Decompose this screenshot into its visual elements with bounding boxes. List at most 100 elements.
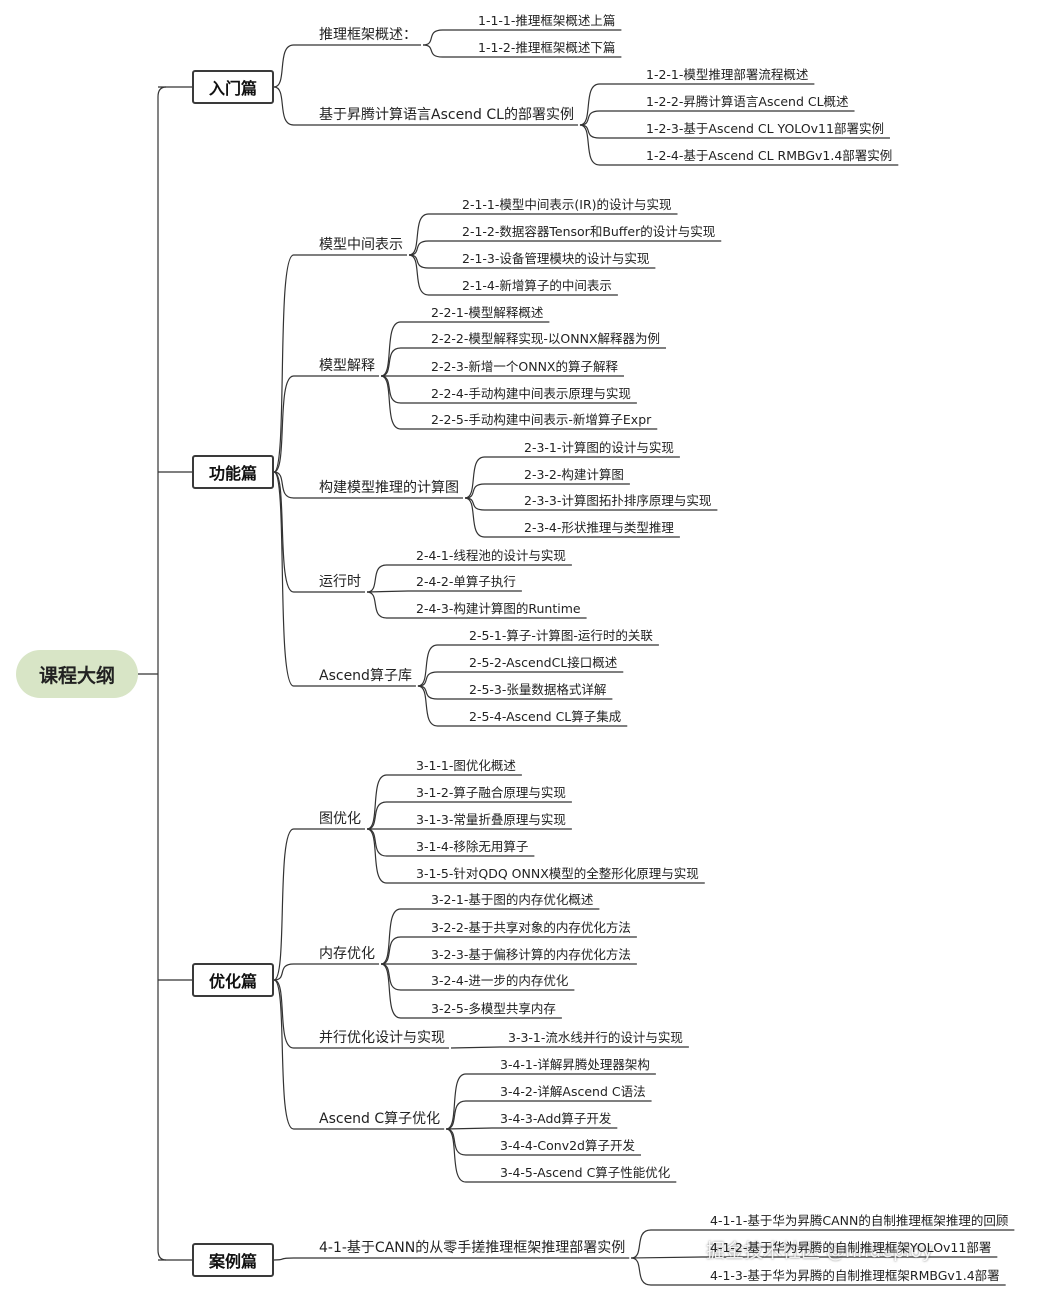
leaf-link xyxy=(464,497,680,538)
leaf-node[interactable]: 1-2-1-模型推理部署流程概述 xyxy=(646,67,809,82)
part-node[interactable]: 功能篇 xyxy=(192,455,274,489)
leaf-node[interactable]: 3-1-4-移除无用算子 xyxy=(416,839,529,854)
part-node[interactable]: 优化篇 xyxy=(192,963,274,997)
leaf-link xyxy=(631,1256,998,1259)
leaf-node[interactable]: 2-1-3-设备管理模块的设计与实现 xyxy=(462,251,650,266)
section-node[interactable]: 基于昇腾计算语言Ascend CL的部署实例 xyxy=(319,107,574,123)
leaf-link xyxy=(380,375,637,404)
leaf-link xyxy=(631,1229,1015,1259)
leaf-node[interactable]: 3-2-1-基于图的内存优化概述 xyxy=(431,892,594,907)
section-link xyxy=(273,471,365,593)
leaf-node[interactable]: 1-2-2-昇腾计算语言Ascend CL概述 xyxy=(646,94,849,109)
section-node[interactable]: 推理框架概述： xyxy=(319,27,417,43)
leaf-node[interactable]: 1-2-3-基于Ascend CL YOLOv11部署实例 xyxy=(646,121,884,136)
leaf-link xyxy=(366,774,522,830)
section-node[interactable]: Ascend C算子优化 xyxy=(319,1111,441,1127)
leaf-node[interactable]: 2-4-3-构建计算图的Runtime xyxy=(416,601,581,616)
leaf-node[interactable]: 2-1-1-模型中间表示(IR)的设计与实现 xyxy=(462,197,672,212)
leaf-node[interactable]: 2-2-2-模型解释实现-以ONNX解释器为例 xyxy=(431,331,661,346)
leaf-link xyxy=(366,590,522,593)
leaf-link xyxy=(445,1128,677,1183)
section-node[interactable]: 模型解释 xyxy=(319,358,375,374)
section-link xyxy=(273,44,421,88)
leaf-link xyxy=(446,1100,652,1130)
leaf-node[interactable]: 3-4-4-Conv2d算子开发 xyxy=(500,1138,635,1153)
section-node[interactable]: 并行优化设计与实现 xyxy=(319,1030,445,1046)
root-node[interactable]: 课程大纲 xyxy=(16,650,138,698)
leaf-node[interactable]: 3-2-4-进一步的内存优化 xyxy=(431,973,569,988)
section-link xyxy=(273,828,365,981)
leaf-node[interactable]: 3-1-5-针对QDQ ONNX模型的全整形化原理与实现 xyxy=(416,866,699,881)
leaf-node[interactable]: 3-4-5-Ascend C算子性能优化 xyxy=(500,1165,671,1180)
leaf-node[interactable]: 1-2-4-基于Ascend CL RMBGv1.4部署实例 xyxy=(646,148,893,163)
leaf-link xyxy=(631,1257,1006,1286)
part-node[interactable]: 入门篇 xyxy=(192,70,274,104)
leaf-node[interactable]: 2-1-4-新增算子的中间表示 xyxy=(462,278,612,293)
leaf-node[interactable]: 2-2-1-模型解释概述 xyxy=(431,305,544,320)
leaf-node[interactable]: 1-1-2-推理框架概述下篇 xyxy=(478,40,616,55)
leaf-link xyxy=(422,29,622,46)
leaf-link xyxy=(380,963,575,991)
leaf-node[interactable]: 3-2-5-多模型共享内存 xyxy=(431,1001,556,1016)
leaf-node[interactable]: 4-1-1-基于华为昇腾CANN的自制推理框架推理的回顾 xyxy=(710,1213,1009,1228)
section-node[interactable]: 构建模型推理的计算图 xyxy=(319,480,459,496)
leaf-link xyxy=(579,83,815,126)
leaf-link xyxy=(417,685,628,727)
section-link xyxy=(273,471,416,687)
leaf-link xyxy=(380,936,637,965)
section-node[interactable]: 运行时 xyxy=(319,574,361,590)
leaf-node[interactable]: 2-3-2-构建计算图 xyxy=(524,467,624,482)
leaf-link xyxy=(366,591,587,619)
leaf-link xyxy=(366,828,535,857)
section-link xyxy=(273,86,578,126)
section-link xyxy=(273,471,463,499)
leaf-link xyxy=(366,564,572,593)
leaf-node[interactable]: 2-2-3-新增一个ONNX的算子解释 xyxy=(431,359,618,374)
leaf-node[interactable]: 2-1-2-数据容器Tensor和Buffer的设计与实现 xyxy=(462,224,716,239)
leaf-node[interactable]: 2-5-1-算子-计算图-运行时的关联 xyxy=(469,628,653,643)
leaf-link xyxy=(464,497,718,511)
leaf-node[interactable]: 3-4-1-详解昇腾处理器架构 xyxy=(500,1057,650,1072)
leaf-link xyxy=(464,456,680,499)
section-node[interactable]: 4-1-基于CANN的从零手搓推理框架推理部署实例 xyxy=(319,1240,626,1256)
section-node[interactable]: Ascend算子库 xyxy=(319,668,412,684)
leaf-node[interactable]: 2-5-2-AscendCL接口概述 xyxy=(469,655,618,670)
leaf-node[interactable]: 2-4-2-单算子执行 xyxy=(416,574,516,589)
leaf-node[interactable]: 2-2-4-手动构建中间表示原理与实现 xyxy=(431,386,631,401)
leaf-node[interactable]: 3-2-2-基于共享对象的内存优化方法 xyxy=(431,920,631,935)
section-node[interactable]: 图优化 xyxy=(319,811,361,827)
section-link xyxy=(273,375,379,473)
leaf-link xyxy=(579,124,899,166)
trunk-line xyxy=(157,86,167,1261)
leaf-node[interactable]: 1-1-1-推理框架概述上篇 xyxy=(478,13,616,28)
leaf-link xyxy=(417,671,624,687)
leaf-node[interactable]: 3-1-1-图优化概述 xyxy=(416,758,516,773)
section-node[interactable]: 内存优化 xyxy=(319,946,375,962)
leaf-node[interactable]: 3-4-3-Add算子开发 xyxy=(500,1111,612,1126)
leaf-node[interactable]: 2-5-4-Ascend CL算子集成 xyxy=(469,709,622,724)
leaf-node[interactable]: 2-5-3-张量数据格式详解 xyxy=(469,682,607,697)
section-link xyxy=(273,963,379,981)
section-node[interactable]: 模型中间表示 xyxy=(319,237,403,253)
leaf-link xyxy=(380,963,562,1019)
leaf-link xyxy=(408,254,618,296)
leaf-link xyxy=(446,1128,641,1156)
leaf-node[interactable]: 4-1-2-基于华为昇腾的自制推理框架YOLOv11部署 xyxy=(710,1240,992,1255)
leaf-node[interactable]: 2-3-1-计算图的设计与实现 xyxy=(524,440,674,455)
leaf-node[interactable]: 3-3-1-流水线并行的设计与实现 xyxy=(508,1030,683,1045)
leaf-node[interactable]: 2-3-4-形状推理与类型推理 xyxy=(524,520,674,535)
leaf-node[interactable]: 4-1-3-基于华为昇腾的自制推理框架RMBGv1.4部署 xyxy=(710,1268,1000,1283)
leaf-node[interactable]: 2-2-5-手动构建中间表示-新增算子Expr xyxy=(431,412,652,427)
leaf-node[interactable]: 3-1-3-常量折叠原理与实现 xyxy=(416,812,566,827)
leaf-link xyxy=(422,44,622,58)
leaf-link xyxy=(464,483,630,499)
leaf-node[interactable]: 3-4-2-详解Ascend C语法 xyxy=(500,1084,646,1099)
leaf-node[interactable]: 3-2-3-基于偏移计算的内存优化方法 xyxy=(431,947,631,962)
leaf-link xyxy=(380,908,600,965)
section-link xyxy=(273,979,449,1049)
leaf-link xyxy=(408,213,678,256)
part-node[interactable]: 案例篇 xyxy=(192,1243,274,1277)
leaf-node[interactable]: 3-1-2-算子融合原理与实现 xyxy=(416,785,566,800)
leaf-node[interactable]: 2-3-3-计算图拓扑排序原理与实现 xyxy=(524,493,712,508)
leaf-node[interactable]: 2-4-1-线程池的设计与实现 xyxy=(416,548,566,563)
